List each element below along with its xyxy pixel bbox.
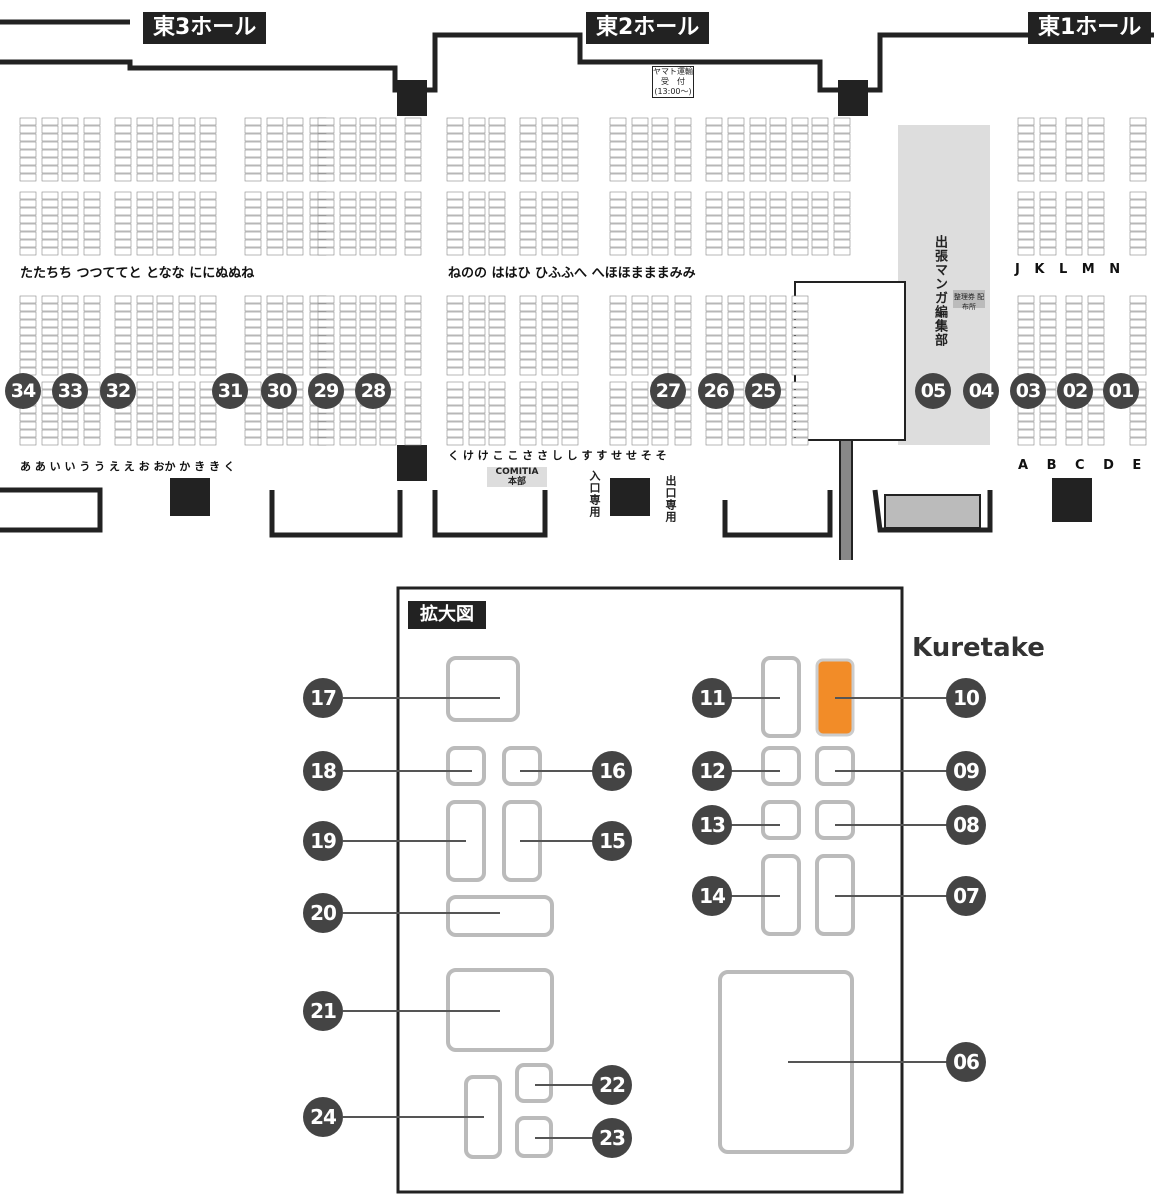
kuretake-logo: Kuretake	[912, 633, 1045, 663]
marker-27[interactable]: 27	[650, 373, 686, 409]
zoom-marker-11[interactable]: 11	[692, 678, 732, 718]
zoom-marker-18[interactable]: 18	[303, 751, 343, 791]
row-letters-hall2-top: ねのの ははひ ひふふへ へほほまままみみ	[448, 266, 696, 281]
row-letters-hall1-bottom: A B C D E	[1018, 458, 1142, 473]
zoom-panel	[343, 586, 948, 1194]
hall-label-east2: 東2ホール	[586, 12, 710, 44]
marker-34[interactable]: 34	[5, 373, 41, 409]
marker-25[interactable]: 25	[745, 373, 781, 409]
kuretake-logo-text: Kuretake	[912, 633, 1045, 663]
zoom-marker-17[interactable]: 17	[303, 678, 343, 718]
hall-floor-plan	[0, 19, 1154, 560]
zoom-marker-07[interactable]: 07	[946, 876, 986, 916]
yamato-label: ヤマト運輸 受 付 (13:00～)	[652, 66, 694, 98]
zoom-marker-10[interactable]: 10	[946, 678, 986, 718]
zoom-marker-12[interactable]: 12	[692, 751, 732, 791]
zoom-marker-16[interactable]: 16	[592, 751, 632, 791]
marker-31[interactable]: 31	[212, 373, 248, 409]
zoom-marker-20[interactable]: 20	[303, 893, 343, 933]
zoom-marker-22[interactable]: 22	[592, 1065, 632, 1105]
row-letters-hall3-bottom: あ あ い い う う え え お おか か き き く	[20, 460, 235, 473]
marker-03[interactable]: 03	[1010, 373, 1046, 409]
row-letters-hall2-bottom: く け け こ こ さ さ し し す す せ せ そ そ	[448, 449, 667, 462]
comitia-hq-label: COMITIA 本部	[487, 467, 547, 487]
marker-26[interactable]: 26	[698, 373, 734, 409]
exit-only-label: 出口専用	[664, 475, 677, 523]
zoom-marker-21[interactable]: 21	[303, 991, 343, 1031]
distribution-label: 整理券 配布所	[953, 293, 985, 311]
marker-33[interactable]: 33	[52, 373, 88, 409]
zoom-marker-14[interactable]: 14	[692, 876, 732, 916]
marker-05[interactable]: 05	[915, 373, 951, 409]
marker-02[interactable]: 02	[1057, 373, 1093, 409]
zoom-title: 拡大図	[408, 601, 486, 629]
marker-04[interactable]: 04	[963, 373, 999, 409]
zoom-marker-08[interactable]: 08	[946, 805, 986, 845]
row-letters-hall1-top: J K L M N	[1015, 262, 1121, 277]
zoom-marker-24[interactable]: 24	[303, 1097, 343, 1137]
hall-label-east1: 東1ホール	[1028, 12, 1152, 44]
entrance-only-label: 入口専用	[588, 470, 601, 518]
manga-dept-label: 出張マンガ編集部	[932, 235, 947, 347]
zoom-marker-13[interactable]: 13	[692, 805, 732, 845]
zoom-marker-09[interactable]: 09	[946, 751, 986, 791]
marker-28[interactable]: 28	[355, 373, 391, 409]
marker-30[interactable]: 30	[261, 373, 297, 409]
zoom-marker-15[interactable]: 15	[592, 821, 632, 861]
marker-29[interactable]: 29	[308, 373, 344, 409]
marker-32[interactable]: 32	[100, 373, 136, 409]
zoom-marker-19[interactable]: 19	[303, 821, 343, 861]
zoom-marker-06[interactable]: 06	[946, 1042, 986, 1082]
zoom-marker-23[interactable]: 23	[592, 1118, 632, 1158]
hall-label-east3: 東3ホール	[143, 12, 267, 44]
marker-01[interactable]: 01	[1103, 373, 1139, 409]
row-letters-hall3-top: たたちち つつててと となな ににぬぬね	[20, 266, 255, 281]
